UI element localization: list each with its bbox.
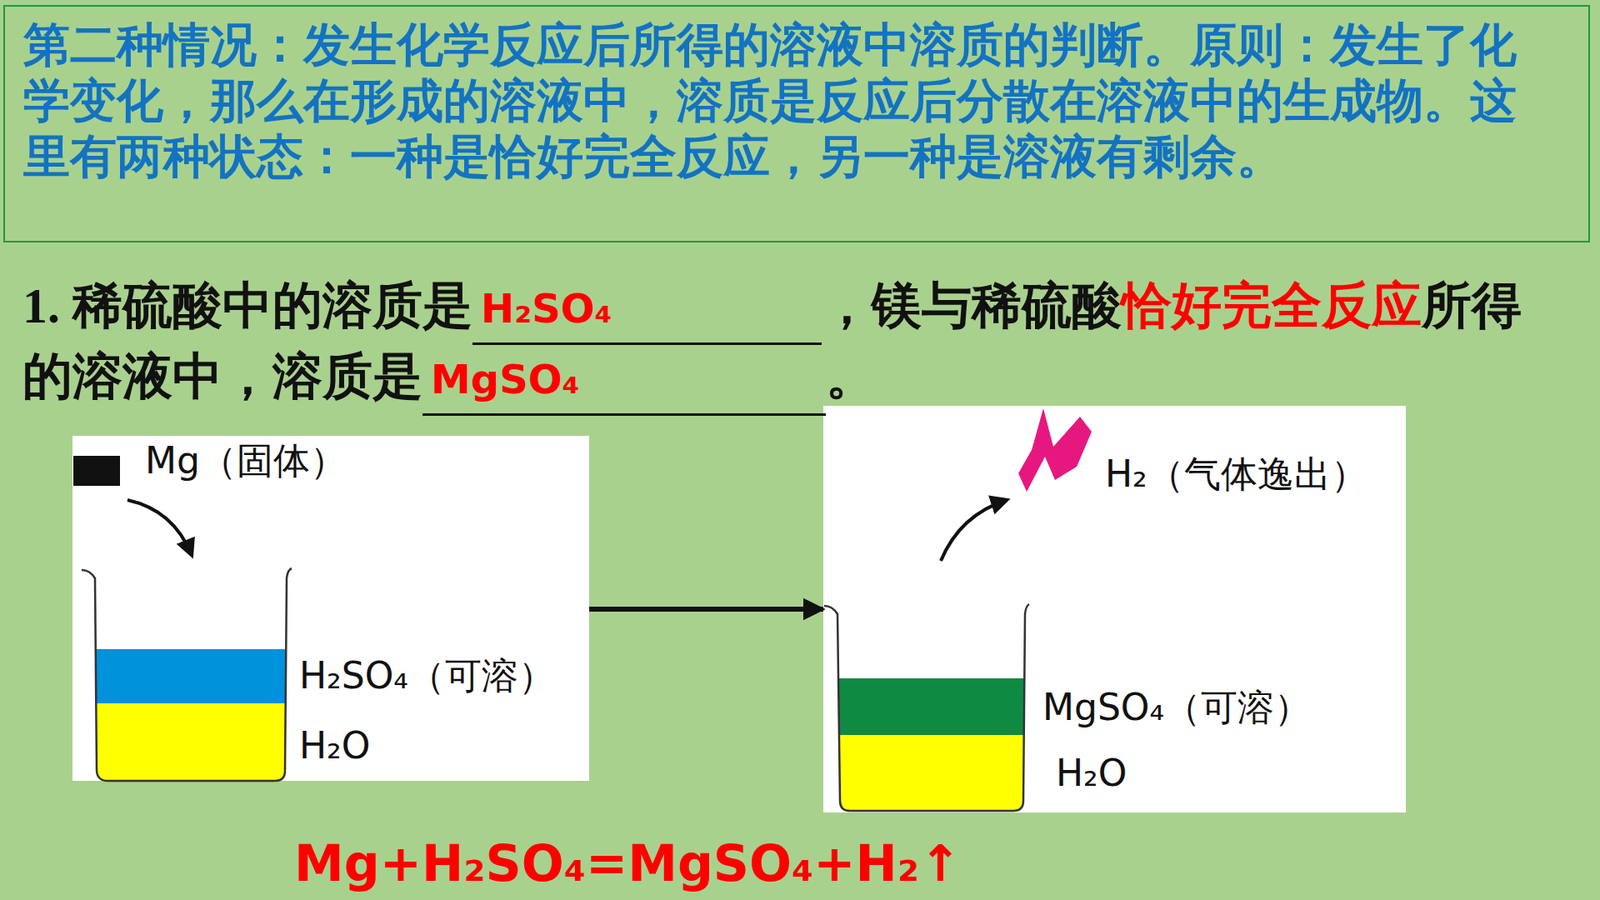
substance-label: H₂（气体逸出） — [1105, 452, 1368, 497]
chemical-equation: Mg+H₂SO₄=MgSO₄+H₂↑ — [294, 838, 961, 889]
gas-arrow — [940, 500, 1007, 561]
note-box: 第二种情况：发生化学反应后所得的溶液中溶质的判断。原则：发生了化学变化，那么在形… — [3, 5, 1590, 243]
water-layer — [96, 703, 286, 781]
white-panel — [823, 405, 1406, 813]
substance-label: MgSO₄（可溶） — [1042, 685, 1311, 730]
substance-label: H₂O — [299, 724, 370, 769]
emphasis-text: 恰好完全反应 — [1121, 278, 1422, 334]
drop-arrow — [127, 500, 192, 555]
substance-label: H₂SO₄（可溶） — [299, 654, 555, 699]
reactant-panel: Mg（固体） H₂SO₄（可溶） H₂O — [72, 435, 590, 781]
question-part: ，镁与稀硫酸 — [821, 278, 1122, 334]
answer-blank: H₂SO₄ — [472, 274, 822, 345]
product-panel: H₂（气体逸出） MgSO₄（可溶） H₂O — [823, 405, 1406, 813]
reaction-arrow — [589, 606, 824, 612]
magnesium-block — [73, 455, 120, 486]
note-text: 第二种情况：发生化学反应后所得的溶液中溶质的判断。原则：发生了化学变化，那么在形… — [23, 16, 1557, 185]
question-text: 1. 稀硫酸中的溶质是H₂SO₄，镁与稀硫酸恰好完全反应所得的溶液中，溶质是Mg… — [22, 274, 1523, 416]
white-panel — [72, 435, 590, 781]
acid-layer — [96, 649, 286, 704]
question-part: 1. 稀硫酸中的溶质是 — [22, 278, 473, 334]
answer-text: MgSO₄ — [430, 355, 580, 403]
beaker — [824, 604, 1030, 811]
substance-label: Mg（固体） — [145, 439, 347, 484]
beaker — [81, 568, 292, 781]
hydrogen-gas — [1018, 408, 1092, 492]
answer-blank: MgSO₄ — [422, 345, 826, 416]
salt-layer — [839, 678, 1025, 735]
water-layer — [839, 735, 1025, 811]
question-part: 。 — [825, 349, 876, 405]
answer-text: H₂SO₄ — [480, 285, 613, 332]
substance-label: H₂O — [1055, 751, 1127, 796]
